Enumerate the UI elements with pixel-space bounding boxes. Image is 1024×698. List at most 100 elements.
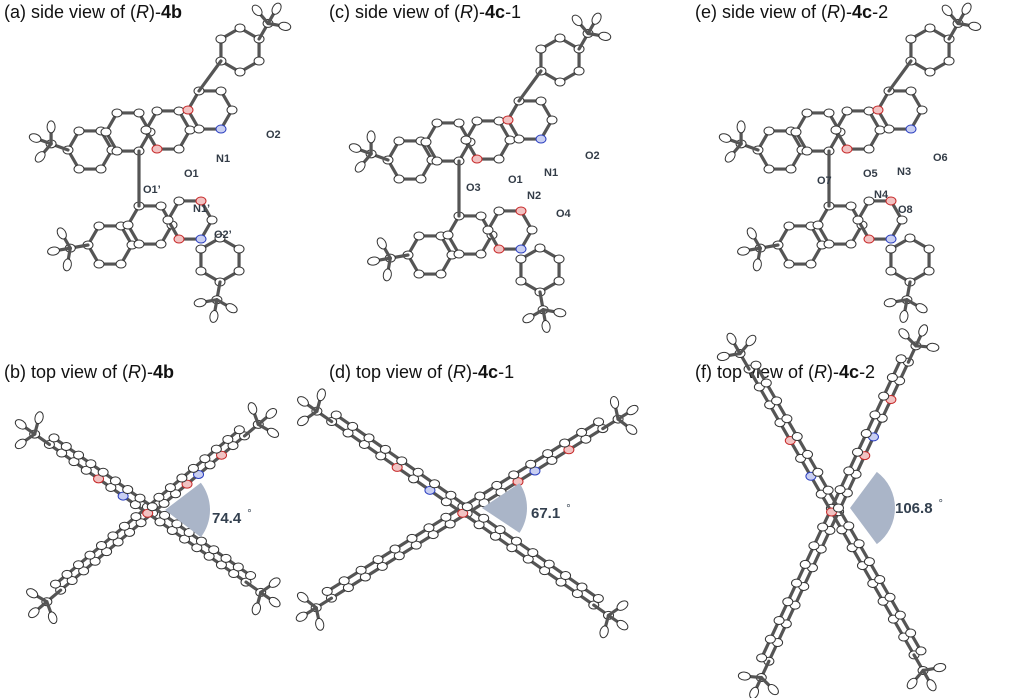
carbon-atom [80,465,92,475]
carbon-atom [933,662,947,673]
carbon-atom [154,517,166,527]
carbon-atom [173,196,185,206]
carbon-atom [845,201,857,211]
carbon-atom [208,545,220,555]
carbon-atom [93,221,105,231]
carbon-atom [348,143,362,153]
oxygen-atom [872,105,884,115]
carbon-atom [802,449,814,459]
oxygen-atom [502,115,514,125]
carbon-atom [210,444,222,454]
side-view-4c-1-molecule [348,12,612,333]
oxygen-atom [182,105,194,115]
carbon-atom [553,276,565,286]
oxygen-atom [841,144,853,154]
carbon-atom [515,276,527,286]
carbon-atom [56,448,68,458]
carbon-atom [539,566,551,576]
carbon-atom [233,244,245,254]
caption-f: (f) top view of (R)-4c-2 [695,362,875,382]
carbon-atom [342,428,354,438]
carbon-atom [122,220,134,230]
carbon-atom [508,470,520,480]
carbon-atom [191,543,203,553]
carbon-atom [535,44,547,54]
carbon-atom [737,671,751,681]
carbon-atom [100,127,112,137]
carbon-atom [153,492,165,502]
carbon-atom [112,537,124,547]
side-view-4b-molecule [28,2,292,323]
carbon-atom [226,105,238,115]
carbon-atom [170,489,182,499]
carbon-atom [560,571,572,581]
carbon-atom [220,553,232,563]
carbon-atom [478,513,490,523]
carbon-atom [863,557,875,567]
carbon-atom [316,388,326,402]
carbon-atom [222,434,234,444]
oxygen-atom [93,474,105,484]
carbon-atom [918,324,929,337]
carbon-atom [183,528,195,538]
carbon-atom [101,547,113,557]
carbon-atom [852,215,864,225]
carbon-atom [266,427,280,438]
nitrogen-atom [424,485,436,495]
atom-label-n2-c: N2 [527,190,541,202]
carbon-atom [393,136,405,146]
carbon-atom [576,582,588,592]
carbon-atom [14,438,27,450]
carbon-atom [898,328,910,340]
carbon-atom [133,108,145,118]
carbon-atom [245,571,257,581]
carbon-atom [406,533,418,543]
bond [887,59,913,93]
carbon-atom [296,591,309,603]
carbon-atom [592,593,604,603]
carbon-atom [442,230,454,240]
carbon-atom [47,246,60,256]
carbon-atom [841,106,853,116]
carbon-atom [133,239,145,249]
carbon-atom [869,410,881,420]
atom-label-o1-prime: O1’ [143,184,161,196]
carbon-atom [28,607,40,619]
caption-b: (b) top view of (R)-4b [4,362,174,382]
carbon-atom [886,372,898,382]
caption-c: (c) side view of (R)-4c-1 [329,2,521,22]
top-view-4b-molecule [14,402,281,625]
carbon-atom [885,244,897,254]
carbon-atom [773,615,785,625]
nitrogen-atom [117,491,129,501]
carbon-atom [783,221,795,231]
carbon-atom [251,602,262,616]
carbon-atom [791,432,803,442]
atom-label-n4-e: N4 [874,189,889,201]
carbon-atom [736,120,746,134]
atom-label-n1: N1 [216,153,230,165]
carbon-atom [474,491,486,501]
carbon-atom [321,586,333,596]
carbon-atom [295,611,308,622]
carbon-atom [268,596,281,608]
carbon-atom [376,237,387,250]
carbon-atom [34,411,44,425]
carbon-atom [749,686,760,698]
carbon-atom [228,569,240,579]
carbon-atom [195,266,207,276]
carbon-atom [124,527,136,537]
carbon-atom [905,86,917,96]
carbon-atom [105,482,117,492]
carbon-atom [616,619,629,631]
carbon-atom [510,536,522,546]
carbon-atom [863,106,875,116]
carbon-atom [599,625,609,639]
carbon-atom [412,467,424,477]
carbon-atom [781,414,793,424]
carbon-atom [61,569,73,579]
carbon-atom [822,485,834,495]
carbon-atom [97,467,109,477]
caption-e: (e) side view of (R)-4c-2 [695,2,888,22]
carbon-atom [164,483,176,493]
